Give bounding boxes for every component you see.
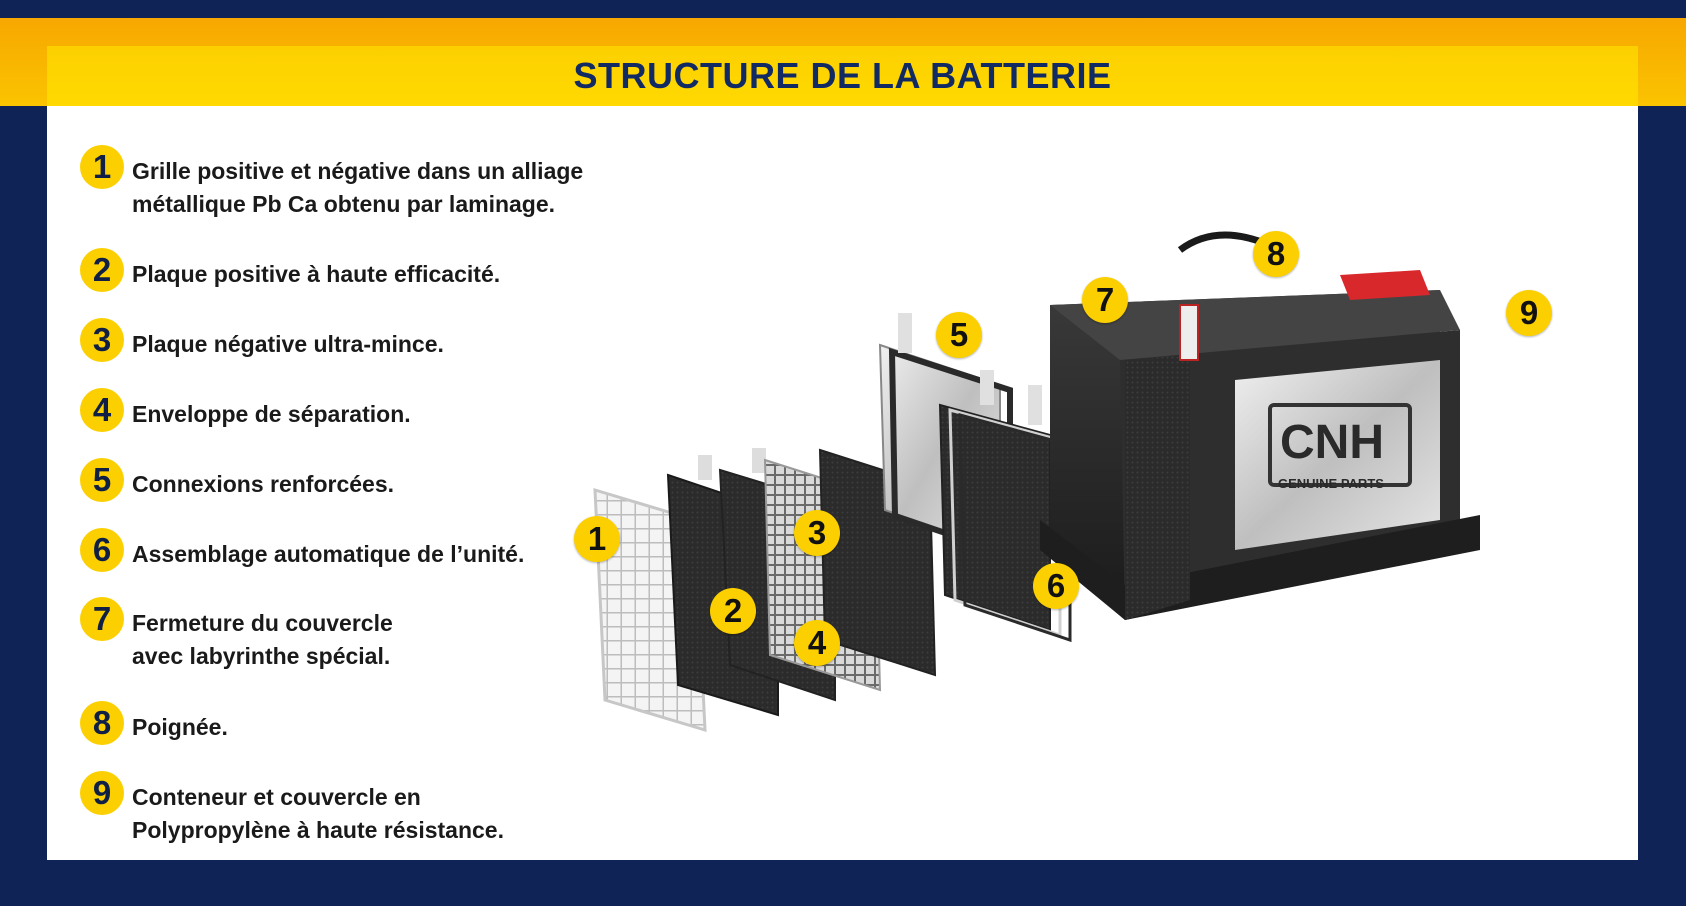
legend-line: Fermeture du couvercle [132, 610, 393, 636]
battery-case: CNH GENUINE PARTS [1040, 231, 1480, 620]
marker-5: 5 [936, 312, 982, 358]
legend-item-9: 9 Conteneur et couvercle en Polypropylèn… [80, 771, 632, 847]
red-terminal-cover [1340, 270, 1430, 300]
number-badge: 7 [80, 597, 124, 641]
legend-item-5: 5 Connexions renforcées. [80, 458, 632, 502]
number-badge: 5 [80, 458, 124, 502]
legend-text: Plaque positive à haute efficacité. [132, 258, 632, 291]
brand-tagline: GENUINE PARTS [1278, 476, 1384, 491]
legend-line: Polypropylène à haute résistance. [132, 817, 504, 843]
legend-line: Connexions renforcées. [132, 471, 395, 497]
legend-line: Conteneur et couvercle en [132, 784, 421, 810]
marker-2: 2 [710, 588, 756, 634]
legend-text: Conteneur et couvercle en Polypropylène … [132, 781, 632, 847]
marker-6: 6 [1033, 563, 1079, 609]
page-title: STRUCTURE DE LA BATTERIE [573, 55, 1112, 96]
legend-item-2: 2 Plaque positive à haute efficacité. [80, 248, 632, 292]
battery-illustration: CNH GENUINE PARTS 1 2 3 4 5 6 7 8 9 [574, 220, 1620, 760]
logo-frame [1268, 403, 1412, 487]
legend-item-8: 8 Poignée. [80, 701, 632, 745]
marker-3: 3 [794, 510, 840, 556]
legend-line: Plaque négative ultra-mince. [132, 331, 444, 357]
marker-8: 8 [1253, 231, 1299, 277]
title-bar: STRUCTURE DE LA BATTERIE [47, 46, 1638, 106]
legend-item-7: 7 Fermeture du couvercle avec labyrinthe… [80, 597, 632, 673]
legend-item-3: 3 Plaque négative ultra-mince. [80, 318, 632, 362]
number-badge: 3 [80, 318, 124, 362]
legend-line: Poignée. [132, 714, 228, 740]
legend-text: Plaque négative ultra-mince. [132, 328, 632, 361]
number-badge: 1 [80, 145, 124, 189]
number-badge: 4 [80, 388, 124, 432]
legend-text: Grille positive et négative dans un alli… [132, 155, 632, 221]
marker-7: 7 [1082, 277, 1128, 323]
number-badge: 9 [80, 771, 124, 815]
number-badge: 8 [80, 701, 124, 745]
number-badge: 2 [80, 248, 124, 292]
legend-text: Poignée. [132, 711, 632, 744]
legend-line: Enveloppe de séparation. [132, 401, 411, 427]
legend-line: Plaque positive à haute efficacité. [132, 261, 501, 287]
legend-line: avec labyrinthe spécial. [132, 643, 391, 669]
legend-line: métallique Pb Ca obtenu par laminage. [132, 191, 556, 217]
legend-text: Assemblage automatique de l’unité. [132, 538, 632, 571]
legend-item-6: 6 Assemblage automatique de l’unité. [80, 528, 632, 572]
legend-item-4: 4 Enveloppe de séparation. [80, 388, 632, 432]
brand-logo: CNH [1280, 416, 1384, 469]
marker-1: 1 [574, 516, 620, 562]
number-badge: 6 [80, 528, 124, 572]
legend-text: Fermeture du couvercle avec labyrinthe s… [132, 607, 632, 673]
marker-4: 4 [794, 620, 840, 666]
legend-text: Enveloppe de séparation. [132, 398, 632, 431]
legend-text: Connexions renforcées. [132, 468, 632, 501]
cell-assembly [938, 385, 1072, 643]
legend-line: Grille positive et négative dans un alli… [132, 158, 584, 184]
metal-label-plate [1235, 360, 1440, 550]
legend-item-1: 1 Grille positive et négative dans un al… [80, 145, 632, 221]
marker-9: 9 [1506, 290, 1552, 336]
legend-line: Assemblage automatique de l’unité. [132, 541, 525, 567]
